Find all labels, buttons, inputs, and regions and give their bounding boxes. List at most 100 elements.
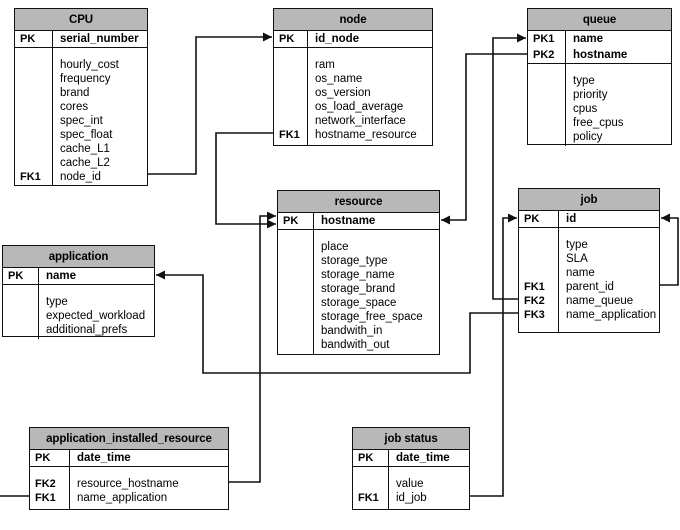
arrowhead-queue-resource-hostname [441, 215, 450, 225]
field-name: date_time [396, 452, 450, 464]
field-name: name [46, 270, 77, 282]
field-name: type [46, 296, 68, 308]
key-label [283, 254, 313, 268]
field-name: brand [60, 87, 90, 99]
field-name: os_load_average [315, 101, 404, 113]
field-name: free_cpus [573, 117, 624, 129]
key-label: PK1 [533, 33, 555, 45]
key-label [533, 116, 565, 130]
field-name: name [566, 267, 595, 279]
key-label: FK2 [524, 295, 545, 307]
field-name: value [396, 478, 424, 490]
field-column: date_time [70, 450, 228, 466]
key-label: PK [279, 33, 295, 45]
key-label [20, 142, 52, 156]
field-name: cache_L2 [60, 157, 110, 169]
key-label [8, 323, 38, 337]
field-name: type [573, 75, 595, 87]
key-label: PK2 [533, 49, 555, 61]
key-column: PK [30, 450, 70, 466]
key-column: FK1 [15, 48, 53, 186]
field-name: parent_id [566, 281, 614, 293]
key-label [283, 338, 313, 352]
key-label [524, 238, 558, 252]
key-label [283, 296, 313, 310]
key-label [279, 58, 307, 72]
key-column: PK [519, 211, 559, 227]
field-name: date_time [77, 452, 131, 464]
key-label [533, 74, 565, 88]
arrowhead-job-application-name [156, 270, 165, 280]
field-name: type [566, 239, 588, 251]
field-name: hostname [321, 215, 376, 227]
key-label: PK [8, 270, 24, 282]
key-label: PK [524, 213, 540, 225]
entity-title-node: node [274, 9, 432, 31]
key-label [283, 324, 313, 338]
field-name: id_job [396, 492, 427, 504]
key-column: PK [278, 213, 314, 229]
field-name: id [566, 213, 577, 225]
pk-section-application-installed-resource: PK date_time [30, 450, 228, 467]
key-label: PK [358, 452, 374, 464]
key-column: PK [3, 268, 39, 284]
key-label [283, 268, 313, 282]
key-column: PK [274, 31, 308, 47]
key-label [20, 58, 52, 72]
connector-job-application-name [156, 274, 518, 374]
key-label: PK [283, 215, 299, 227]
entity-title-resource: resource [278, 191, 439, 213]
arrowhead-node-resource-hostname [267, 219, 276, 229]
field-name: os_name [315, 73, 363, 85]
field-name: cores [60, 101, 89, 113]
field-column: serial_number [53, 31, 147, 47]
key-label [533, 88, 565, 102]
field-column: value id_job [389, 467, 469, 509]
field-name: storage_free_space [321, 311, 423, 323]
arrowhead-installedresource-resource-hostname [267, 211, 276, 221]
field-name: id_node [315, 33, 360, 45]
key-label [20, 156, 52, 170]
pk-section-application: PK name [3, 268, 154, 285]
field-name: node_id [60, 171, 101, 183]
key-label: PK [35, 452, 51, 464]
connector-installedresource-resource-hostname [229, 215, 276, 483]
field-name: name_application [77, 492, 168, 504]
connector-cpu-node-id [148, 36, 272, 175]
field-column: hostname [314, 213, 439, 229]
field-name: name [573, 33, 604, 45]
arrowhead-cpu-node-id [263, 32, 272, 42]
field-name: serial_number [60, 33, 139, 45]
entity-title-cpu: CPU [15, 9, 147, 31]
key-label [524, 266, 558, 280]
key-column [278, 230, 314, 354]
field-column: date_time [389, 450, 469, 466]
field-name: resource_hostname [77, 478, 179, 490]
field-name: bandwith_in [321, 325, 383, 337]
field-name: cpus [573, 103, 598, 115]
connector-queue-resource-hostname [441, 53, 527, 221]
field-name: hostname_resource [315, 129, 417, 141]
field-name: additional_prefs [46, 324, 128, 336]
field-name: hourly_cost [60, 59, 119, 71]
field-name: spec_float [60, 129, 113, 141]
key-label [279, 72, 307, 86]
key-label [20, 114, 52, 128]
